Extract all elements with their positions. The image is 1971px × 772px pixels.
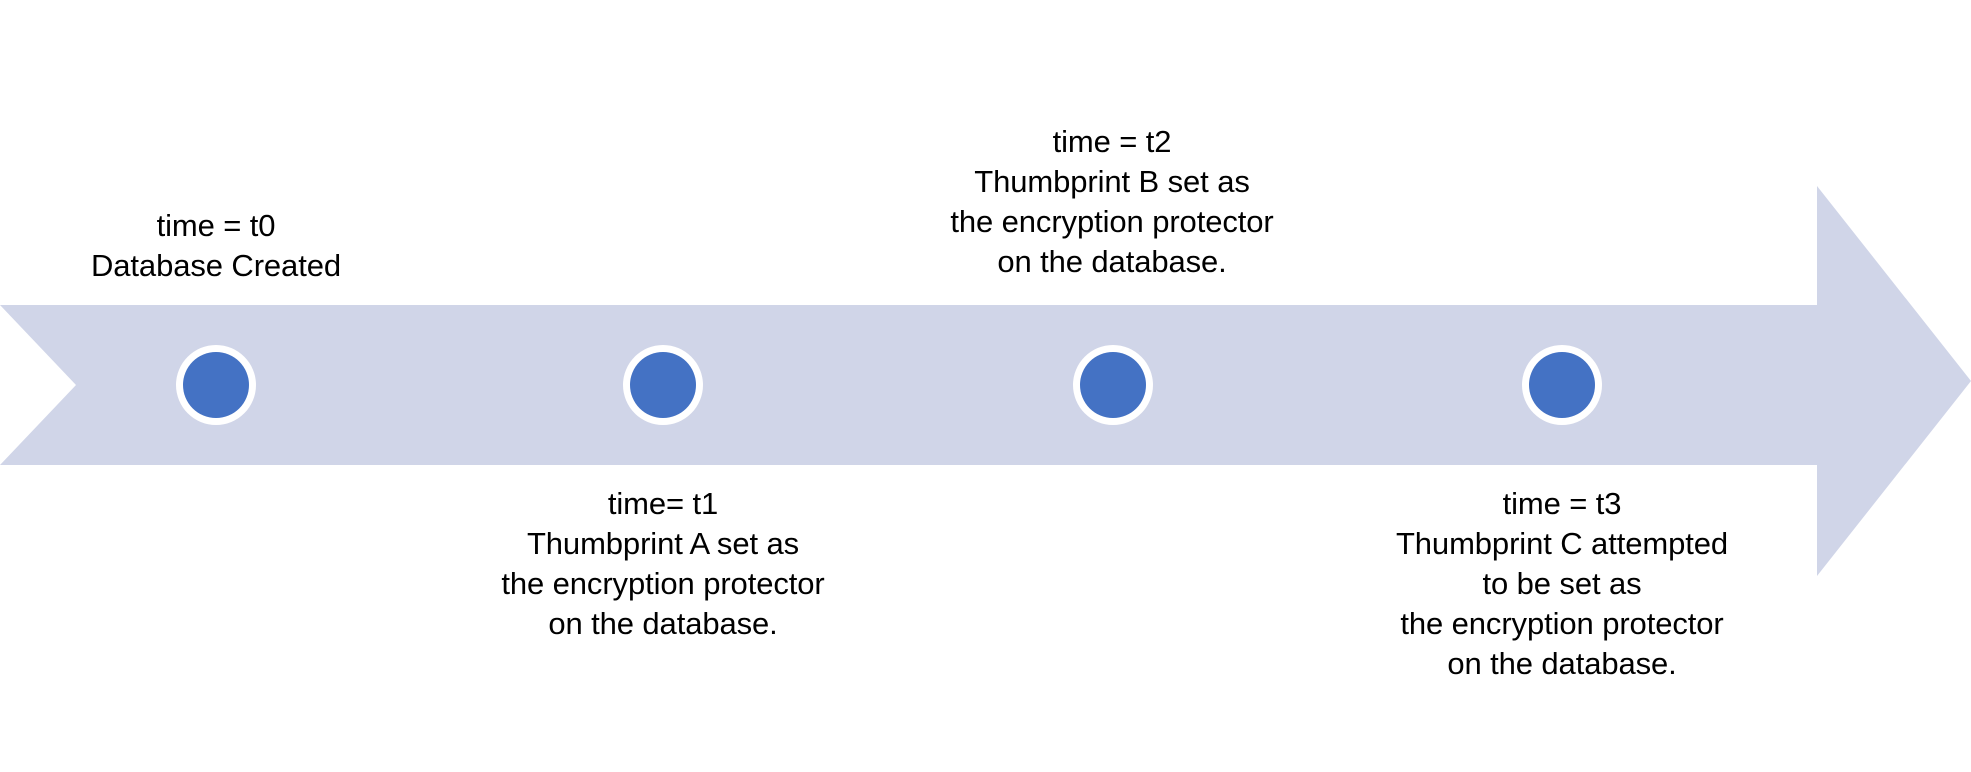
milestone-label-t3: time = t3 Thumbprint C attempted to be s…	[1395, 486, 1729, 681]
milestone-marker-t0[interactable]	[176, 345, 256, 425]
milestone-dot-t1	[630, 352, 696, 418]
milestone-dot-t2	[1080, 352, 1146, 418]
time-axis-arrow	[0, 186, 1971, 576]
milestone-label-t2: time = t2 Thumbprint B set as the encryp…	[950, 124, 1274, 279]
milestone-label-t1: time= t1 Thumbprint A set as the encrypt…	[501, 486, 825, 641]
milestone-dot-t3	[1529, 352, 1595, 418]
milestone-marker-t3[interactable]	[1522, 345, 1602, 425]
milestone-label-t0: time = t0 Database Created	[90, 208, 341, 283]
milestone-marker-t1[interactable]	[623, 345, 703, 425]
milestone-marker-t2[interactable]	[1073, 345, 1153, 425]
milestone-dot-t0	[183, 352, 249, 418]
